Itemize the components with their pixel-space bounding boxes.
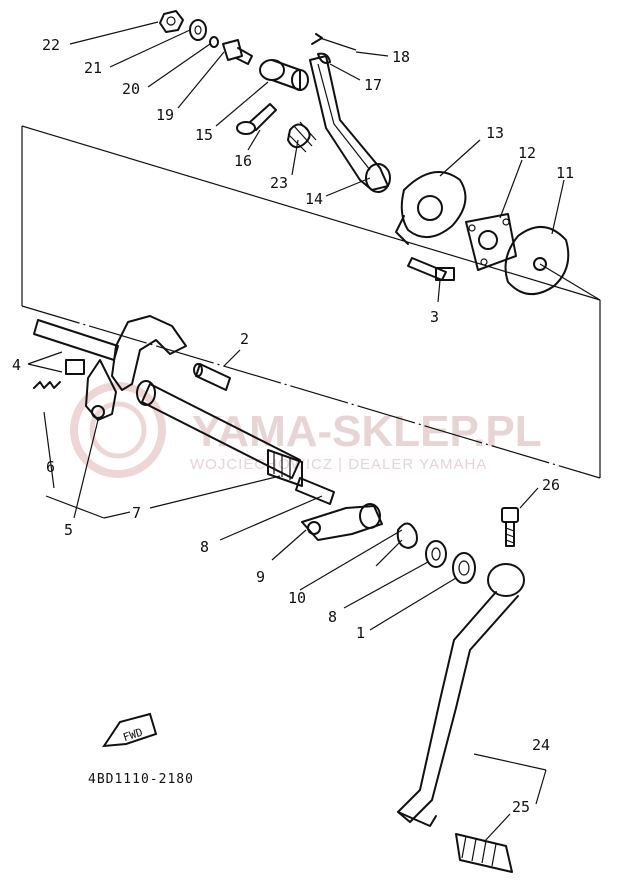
callout-26: 26 (542, 476, 560, 494)
watermark: YAMA-SKLEP.PL WOJCIECHOWICZ | DEALER YAM… (70, 382, 542, 478)
callout-14: 14 (305, 190, 323, 208)
callout-18: 18 (392, 48, 410, 66)
callout-labels: 22 21 20 19 15 16 23 18 17 14 13 12 11 3… (12, 36, 574, 816)
callout-15: 15 (195, 126, 213, 144)
part-17-clip (317, 52, 331, 64)
part-13-cam-plate (395, 171, 467, 245)
watermark-brand: YAMA-SKLEP.PL (192, 407, 542, 456)
part-9-lever (301, 503, 383, 541)
callout-24: 24 (532, 736, 550, 754)
watermark-dealer: WOJCIECHOWICZ | DEALER YAMAHA (190, 456, 487, 473)
part-1-collar (452, 552, 476, 584)
part-6-spring (33, 381, 61, 389)
part-22-nut (159, 10, 184, 33)
callout-3: 3 (430, 308, 439, 326)
callout-10: 10 (288, 589, 306, 607)
part-14-arm (309, 55, 391, 193)
part-23-spring (287, 121, 317, 153)
callout-17: 17 (364, 76, 382, 94)
fwd-arrow-icon: FWD (102, 712, 158, 748)
part-7-shaft (136, 380, 335, 505)
part-11-segment (504, 226, 601, 301)
part-3-bolt (407, 257, 455, 281)
part-16-pin (236, 103, 277, 135)
fwd-label: FWD (121, 726, 144, 745)
callout-1: 1 (356, 624, 365, 642)
callout-2: 2 (240, 330, 249, 348)
watermark-logo-inner (89, 401, 147, 459)
callout-13: 13 (486, 124, 504, 142)
part-26-bolt (501, 507, 519, 547)
part-8-washer (425, 540, 447, 568)
callout-21: 21 (84, 59, 102, 77)
reference-plane-outline (21, 125, 601, 479)
leader-lines (27, 21, 565, 843)
callout-12: 12 (518, 144, 536, 162)
callout-6: 6 (46, 458, 55, 476)
callout-4: 4 (12, 356, 21, 374)
callout-9: 9 (256, 568, 265, 586)
callout-20: 20 (122, 80, 140, 98)
part-21-washer (189, 19, 207, 41)
part-15-holder (259, 59, 309, 91)
part-18-clip (311, 33, 357, 51)
part-20-ring (209, 36, 219, 48)
part-12-plate (465, 213, 517, 271)
callout-16: 16 (234, 152, 252, 170)
part-10-spring (375, 522, 418, 567)
callout-19: 19 (156, 106, 174, 124)
callout-5: 5 (64, 521, 73, 539)
callout-22: 22 (42, 36, 60, 54)
callout-23: 23 (270, 174, 288, 192)
drawing-code: 4BD1110-2180 (88, 772, 194, 787)
part-2-pin (193, 363, 231, 391)
part-24-pedal (397, 563, 525, 827)
callout-25: 25 (512, 798, 530, 816)
part-25-rubber (455, 833, 513, 873)
callout-11: 11 (556, 164, 574, 182)
callout-8-second: 8 (328, 608, 337, 626)
callout-7: 7 (132, 504, 141, 522)
part-19-bolt (222, 39, 253, 65)
callout-8: 8 (200, 538, 209, 556)
